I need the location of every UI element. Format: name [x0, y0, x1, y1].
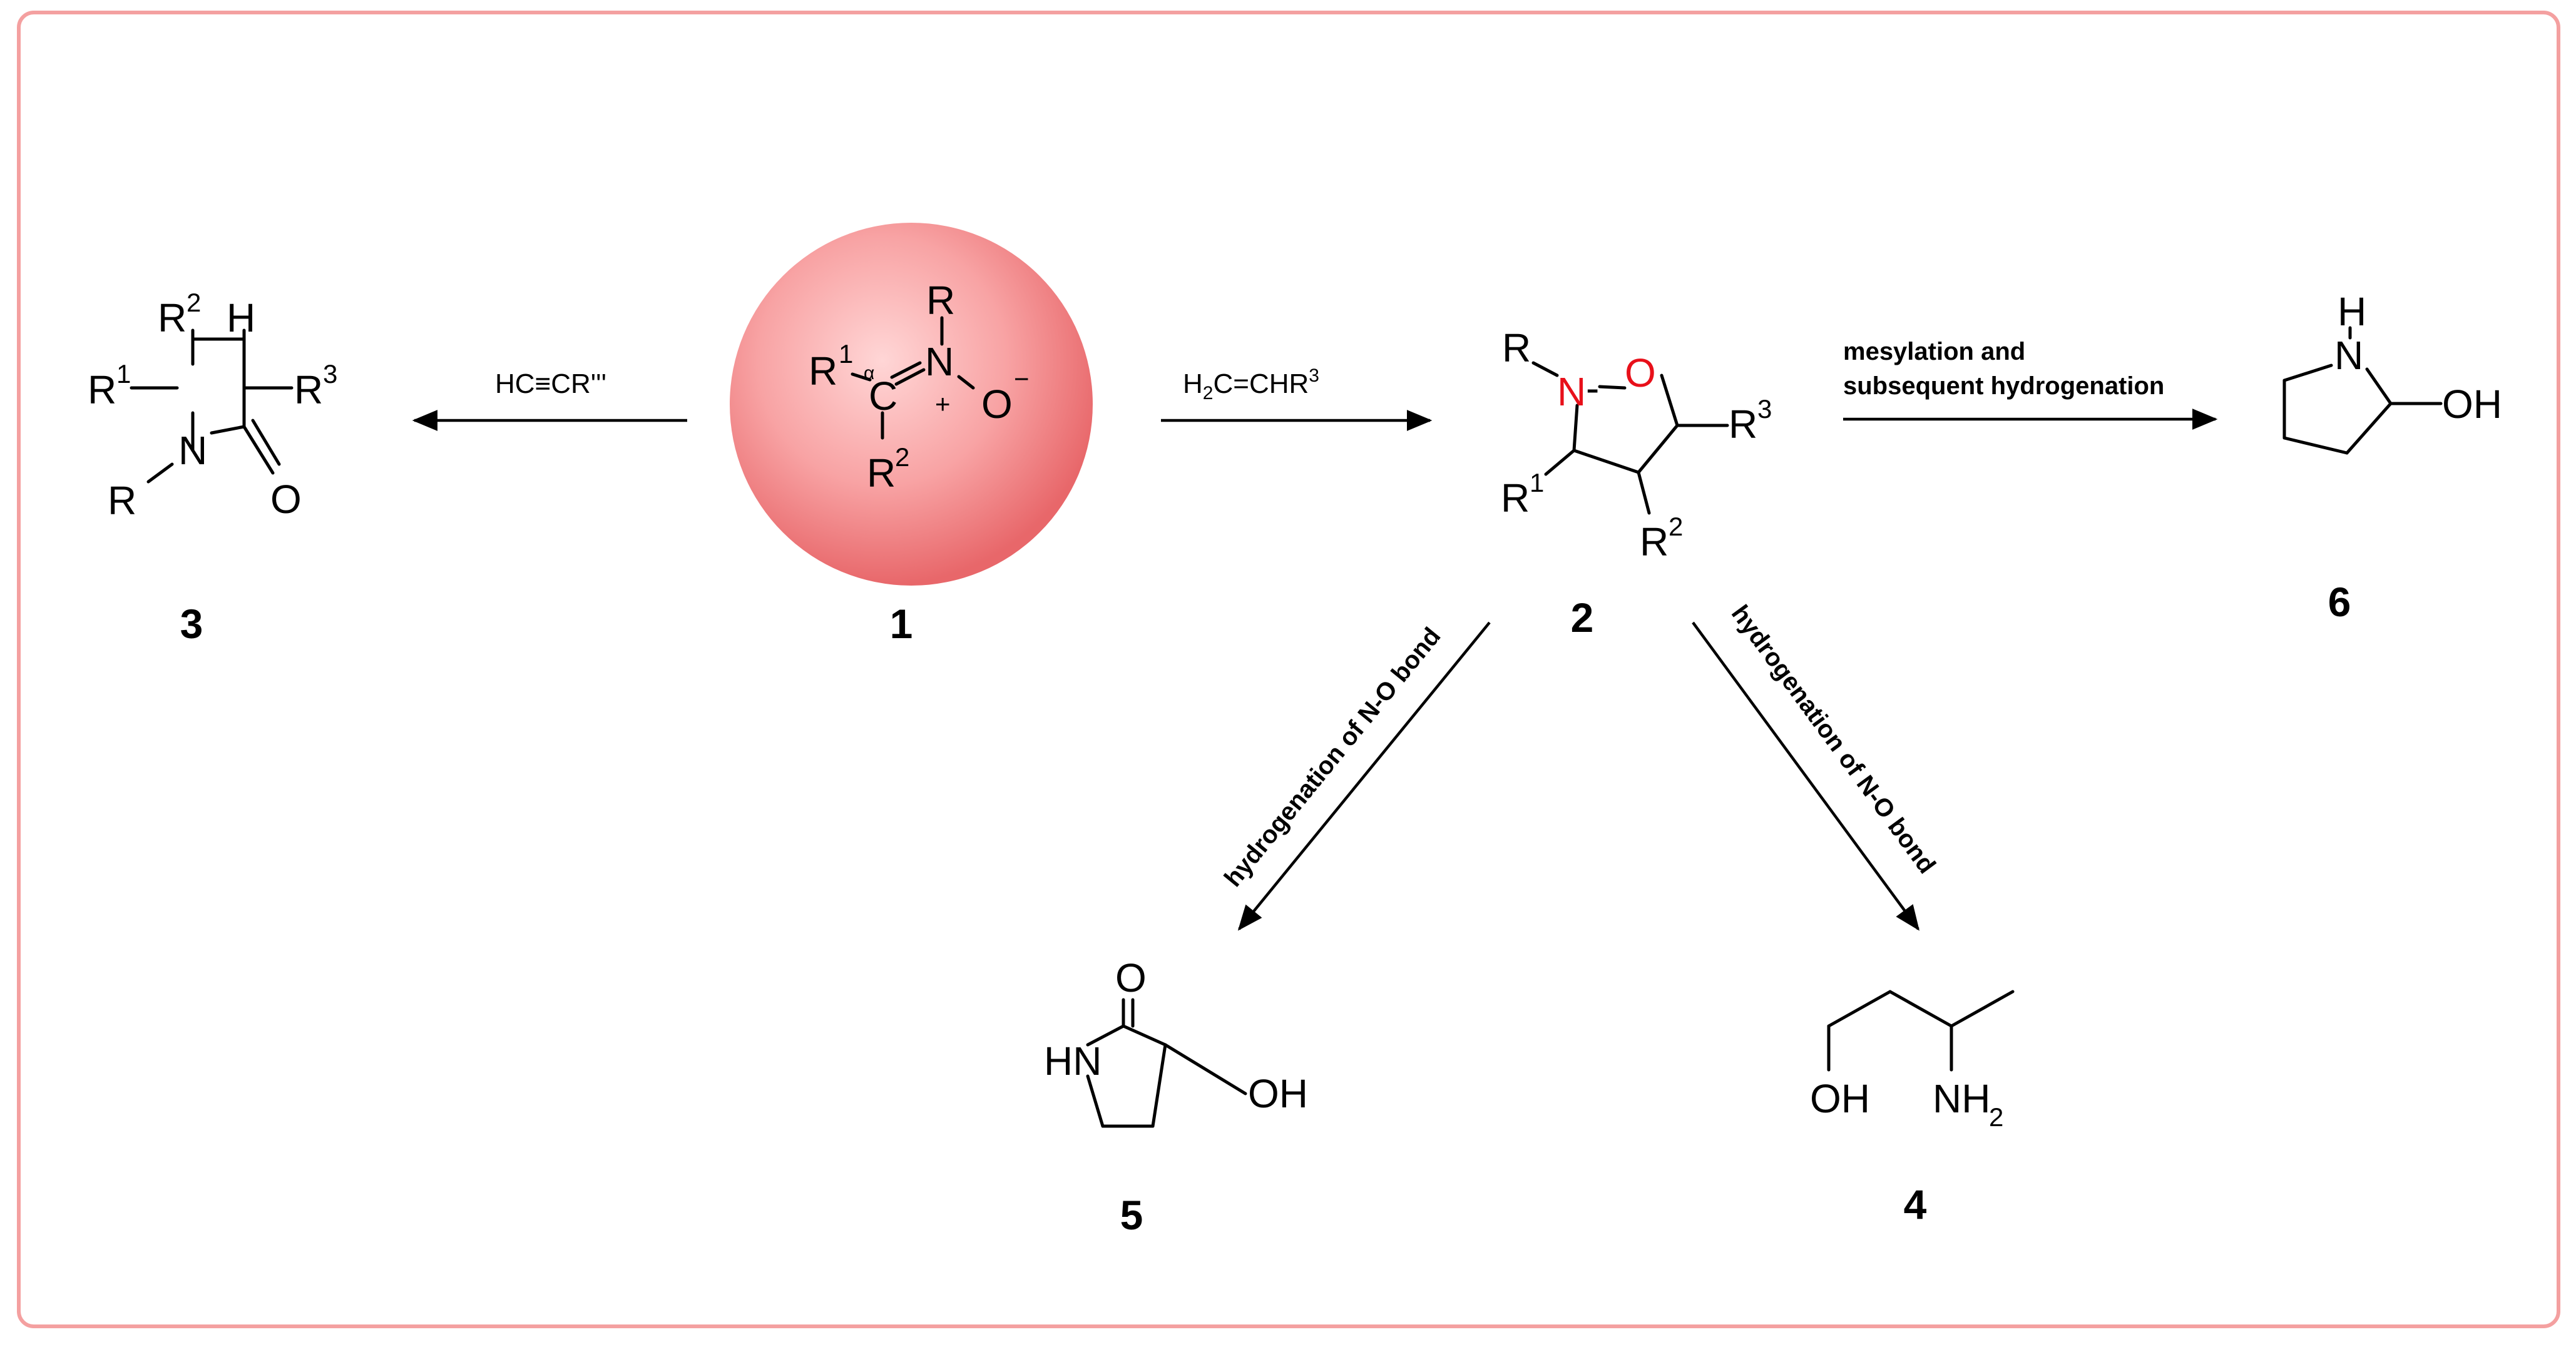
c3-r1: R	[88, 367, 116, 412]
compound-6: H N OH 6	[2282, 289, 2502, 625]
c3-r: R	[108, 478, 136, 523]
c4-oh: OH	[1810, 1076, 1870, 1121]
reagent-alkene: H2C=CHR3	[1183, 365, 1319, 404]
c1-o-atom: O	[981, 382, 1013, 427]
compound-4: OH NH 2 4	[1810, 990, 2015, 1228]
c1-minus: −	[1014, 364, 1030, 394]
svg-text:2: 2	[1669, 512, 1683, 541]
c1-n-atom: N	[925, 339, 954, 384]
svg-text:2: 2	[187, 288, 201, 317]
c6-h: H	[2338, 289, 2366, 334]
svg-text:3: 3	[1757, 394, 1772, 424]
c4-nh2: NH	[1933, 1076, 1990, 1121]
c1-r1: R	[809, 348, 837, 394]
compound-number-6: 6	[2328, 579, 2351, 625]
c1-r2: R	[867, 450, 896, 496]
c1-plus: +	[935, 389, 951, 419]
arrow-2-to-4	[1692, 621, 1919, 931]
nitrone-sphere	[730, 223, 1093, 586]
compound-number-5: 5	[1120, 1192, 1143, 1238]
c5-oh: OH	[1248, 1071, 1308, 1116]
c2-r1: R	[1501, 475, 1530, 521]
svg-text:2: 2	[1989, 1102, 2003, 1132]
c3-h: H	[227, 295, 255, 340]
c1-c-atom: C	[869, 374, 897, 419]
compound-2: R N - O R 3 R 1 R 2 2	[1501, 325, 1772, 641]
compound-5: HN O OH 5	[1044, 955, 1308, 1238]
reaction-to-6: mesylation and subsequent hydrogenation	[1843, 338, 2218, 430]
c2-r: R	[1502, 325, 1531, 370]
compound-number-1: 1	[890, 601, 913, 647]
reaction-to-3: HC≡CR'''	[412, 369, 687, 431]
svg-text:1: 1	[116, 359, 131, 389]
conditions-line-2: subsequent hydrogenation	[1843, 372, 2164, 400]
compound-number-3: 3	[180, 601, 203, 647]
arrow-2-to-5	[1237, 621, 1491, 931]
svg-text:1: 1	[1530, 468, 1544, 497]
c3-r2: R	[158, 295, 187, 340]
c2-o-atom: O	[1625, 350, 1656, 395]
c3-r3: R	[294, 367, 323, 412]
svg-text:2: 2	[895, 442, 909, 472]
conditions-line-1: mesylation and	[1843, 338, 2025, 365]
c5-o: O	[1115, 955, 1147, 1000]
svg-text:-: -	[1586, 365, 1599, 410]
c2-n-atom: N	[1557, 369, 1586, 414]
c2-r2: R	[1640, 519, 1669, 564]
c5-hn: HN	[1044, 1039, 1101, 1084]
compound-number-4: 4	[1904, 1181, 1927, 1228]
c1-r-top: R	[926, 278, 955, 323]
svg-text:1: 1	[839, 339, 853, 369]
c3-o: O	[270, 477, 302, 522]
c6-oh: OH	[2442, 382, 2502, 427]
c1-alpha: α	[864, 363, 874, 384]
reaction-to-2: H2C=CHR3	[1161, 365, 1433, 431]
frame-border	[17, 11, 2560, 1328]
reagent-alkyne: HC≡CR'''	[495, 369, 606, 399]
compound-number-2: 2	[1571, 594, 1594, 641]
c2-r3: R	[1729, 402, 1757, 447]
c3-n: N	[178, 428, 207, 473]
compound-3: R 2 H R 1 R 3 N O R 3	[88, 288, 337, 647]
compound-1: R R 1 α C N + O − R 2 1	[730, 223, 1093, 647]
svg-text:3: 3	[323, 359, 337, 389]
c6-n: N	[2334, 333, 2363, 378]
